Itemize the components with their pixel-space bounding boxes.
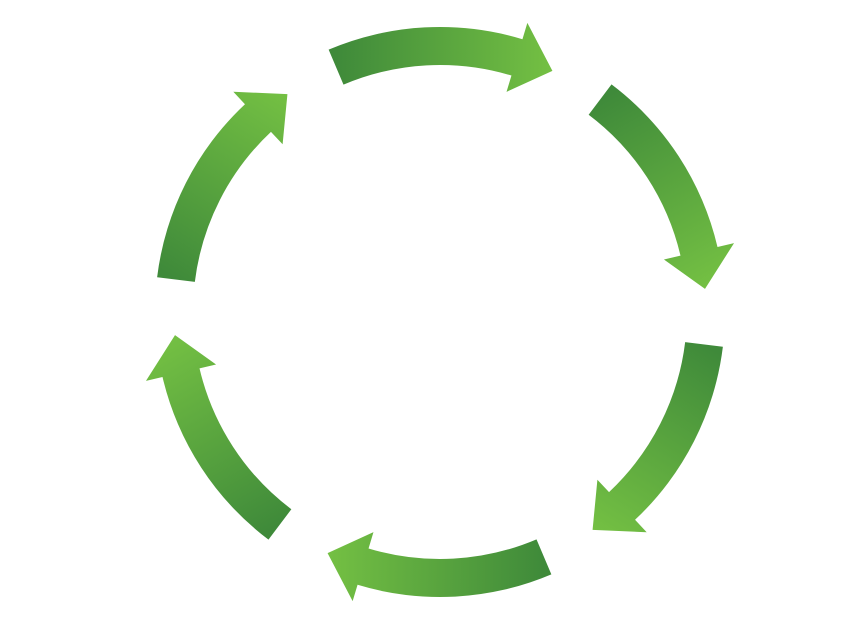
cycle-arrows [145,22,735,602]
curved-arrow-icon-5 [145,335,292,540]
curved-arrow-icon-2 [588,84,735,289]
curved-arrow-icon-6 [157,91,288,282]
curved-arrow-icon-1 [328,22,553,92]
curved-arrow-icon-4 [327,532,552,602]
curved-arrow-icon-3 [592,342,723,533]
